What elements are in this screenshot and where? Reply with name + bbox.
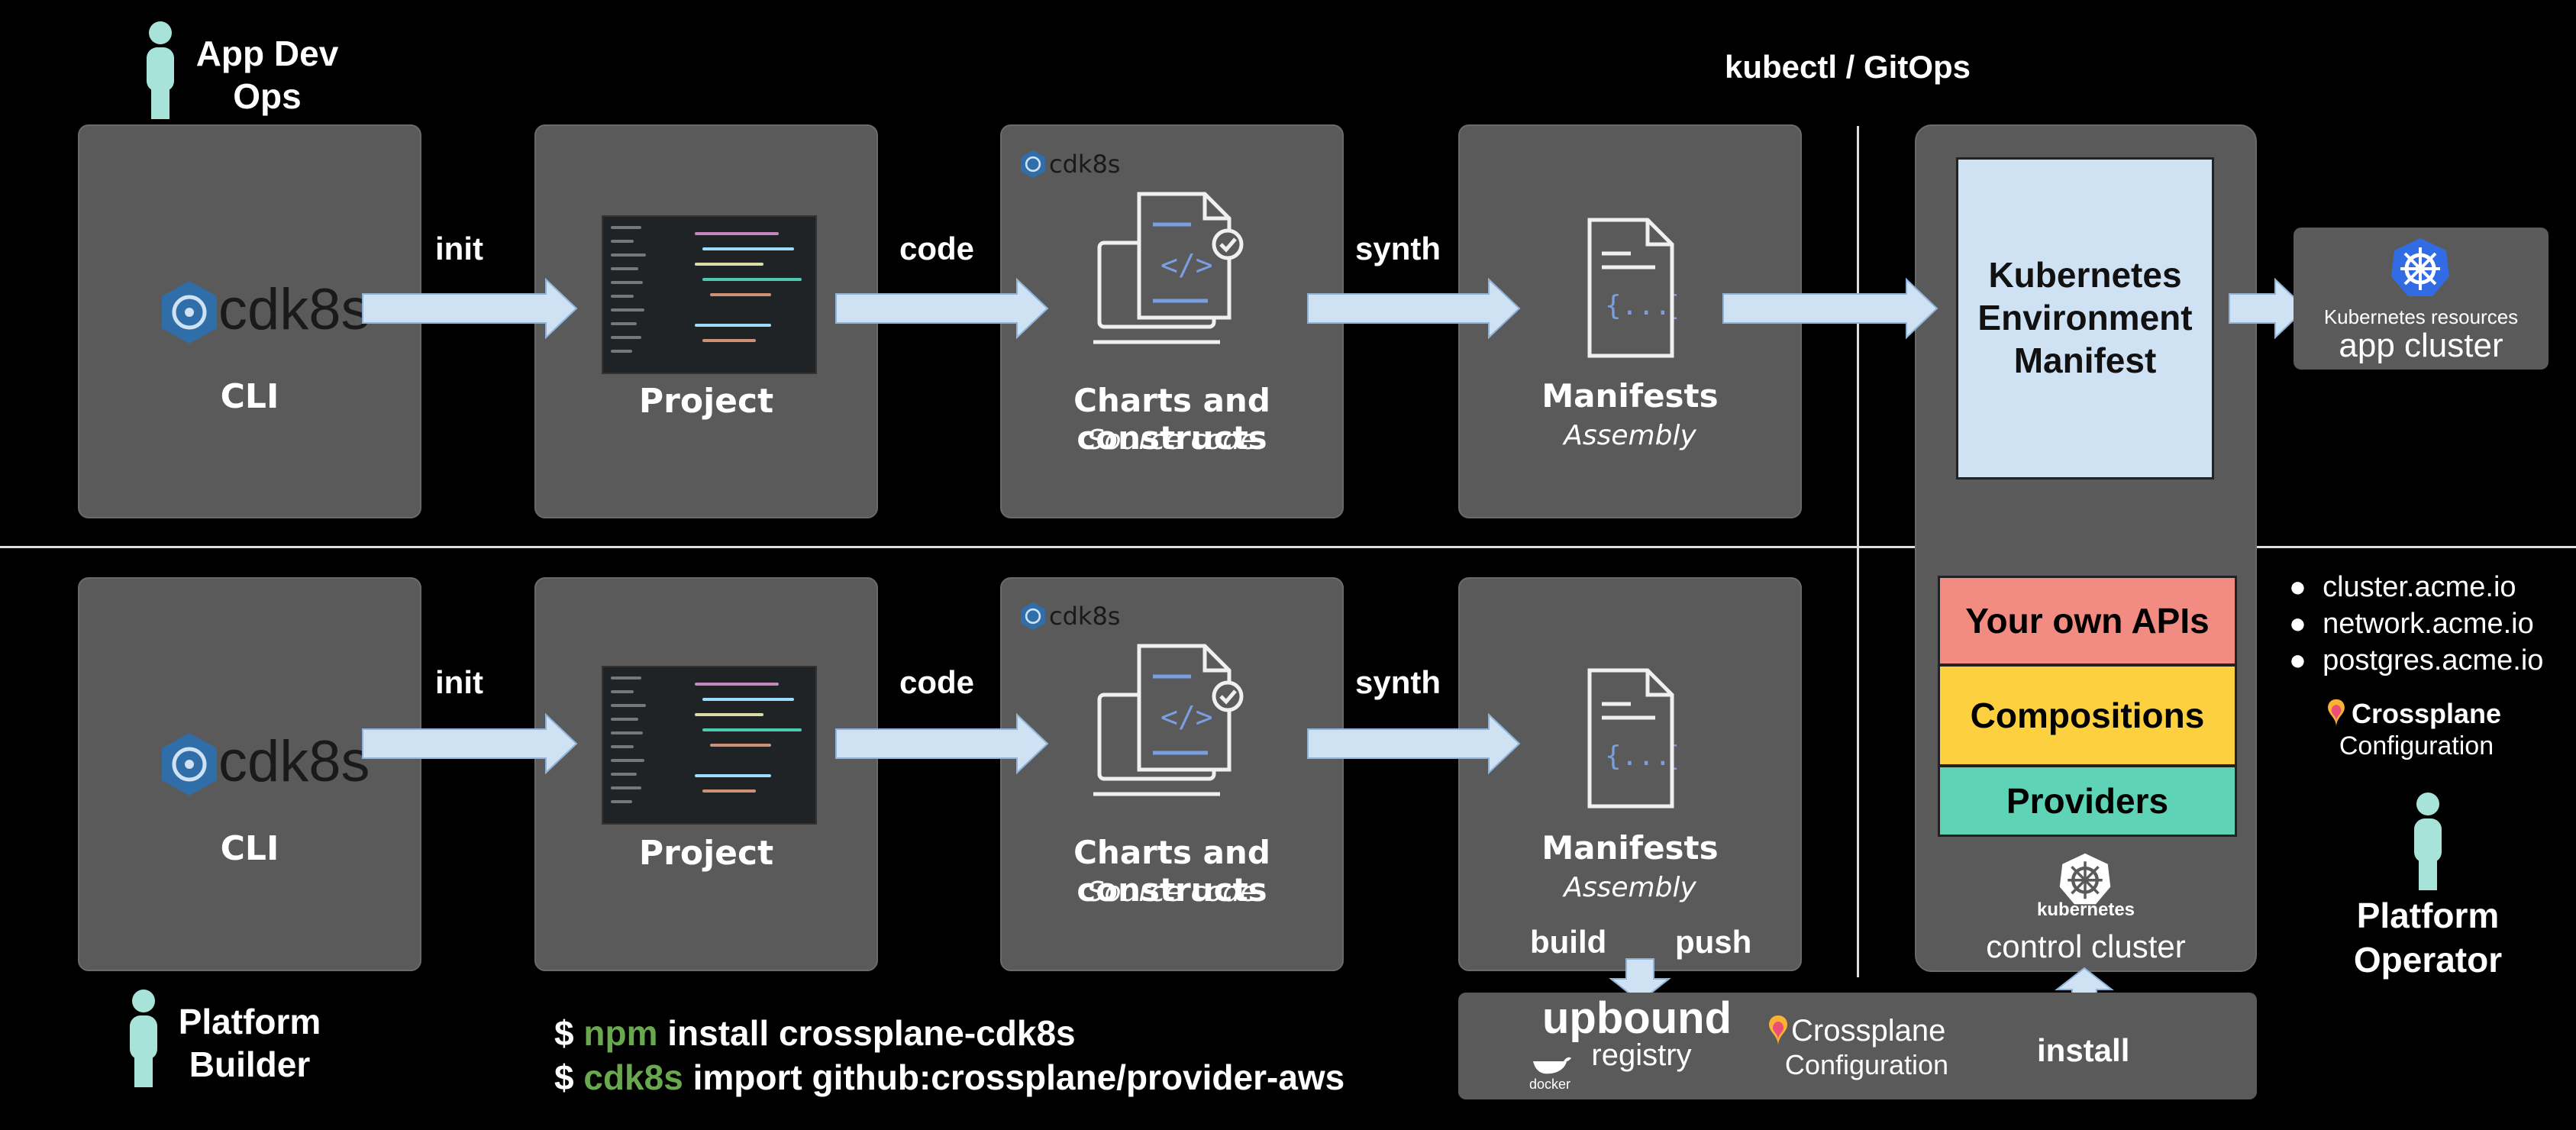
source-code-icon: </> xyxy=(1093,189,1246,361)
arrow-label-init: init xyxy=(435,664,483,700)
role-platform-operator: Platform Operator xyxy=(2353,896,2503,980)
api-list-item: ● postgres.acme.io xyxy=(2289,644,2544,676)
arrow-label-build: build xyxy=(1530,924,1607,960)
arrow-label-synth: synth xyxy=(1355,664,1441,700)
cli-label: CLI xyxy=(220,377,279,416)
manifests-label: Manifests xyxy=(1541,377,1719,415)
manifests-label: Manifests xyxy=(1541,829,1719,867)
crossplane-config-sub: Configuration xyxy=(2339,731,2494,760)
lane-divider xyxy=(0,546,2576,548)
arrow-code-top xyxy=(835,277,1049,340)
arrow-init-bottom xyxy=(362,712,578,775)
cdk8s-logo-icon xyxy=(160,279,218,349)
cdk8s-logo-icon xyxy=(160,731,218,801)
upbound-logo-text: upbound xyxy=(1542,993,1732,1043)
registry-label: registry xyxy=(1591,1038,1692,1072)
cli-label: CLI xyxy=(220,829,279,868)
environment-manifest-label: Kubernetes Environment Manifest xyxy=(1977,255,2193,380)
arrow-init-top xyxy=(362,277,578,340)
arrow-app-cluster xyxy=(2229,277,2307,340)
cdk8s-mini-logo-icon xyxy=(1020,150,1046,182)
docker-label: docker xyxy=(1528,1077,1571,1092)
code-editor-screenshot xyxy=(602,666,817,825)
arrow-label-code: code xyxy=(899,231,975,266)
arrow-gitops-top xyxy=(1722,277,1938,340)
svg-text:</>: </> xyxy=(1160,248,1213,282)
layer-providers: Providers xyxy=(1938,765,2237,837)
arrow-push-down xyxy=(1609,958,1671,1003)
source-code-icon: </> xyxy=(1093,641,1246,813)
cdk8s-mini-logo-text: cdk8s xyxy=(1049,150,1121,179)
arrow-label-code: code xyxy=(899,664,975,700)
charts-label: Charts and constructs xyxy=(1073,382,1270,457)
arrow-synth-top xyxy=(1307,277,1521,340)
charts-label: Charts and constructs xyxy=(1073,834,1270,909)
manifests-box-bottom xyxy=(1458,577,1802,971)
manifests-sublabel: Assembly xyxy=(1564,420,1696,451)
cli-box-bottom xyxy=(78,577,421,971)
svg-text:</>: </> xyxy=(1160,700,1213,734)
crossplane-config-name: Crossplane xyxy=(2352,698,2502,729)
api-list-item: ● cluster.acme.io xyxy=(2289,571,2516,603)
app-cluster-caption: Kubernetes resources xyxy=(2323,305,2519,328)
gitops-heading: kubectl / GitOps xyxy=(1724,49,1971,85)
charts-box-bottom xyxy=(1000,577,1344,971)
command-line: $ cdk8s import github:crossplane/provide… xyxy=(554,1057,1345,1097)
arrow-label-push: push xyxy=(1675,924,1752,960)
project-label: Project xyxy=(638,834,774,873)
api-list-item: ● network.acme.io xyxy=(2289,608,2534,640)
registry-bar xyxy=(1458,993,2257,1099)
layer-your-own-apis: Your own APIs xyxy=(1938,576,2237,666)
manifest-file-icon: {...} xyxy=(1585,215,1687,364)
layer-compositions: Compositions xyxy=(1938,664,2237,767)
code-editor-screenshot xyxy=(602,215,817,374)
arrow-code-bottom xyxy=(835,712,1049,775)
crossplane-logo-icon xyxy=(2327,698,2345,732)
charts-box-top xyxy=(1000,124,1344,518)
kubernetes-logo-text: kubernetes xyxy=(2036,899,2135,920)
crossplane-logo-icon xyxy=(1768,1014,1788,1051)
cdk8s-mini-logo-text: cdk8s xyxy=(1049,602,1121,631)
control-cluster-label: control cluster xyxy=(1986,928,2186,964)
arrow-label-synth: synth xyxy=(1355,231,1441,266)
manifests-sublabel: Assembly xyxy=(1564,872,1696,903)
role-platform-builder: Platform Builder xyxy=(178,1002,321,1084)
app-cluster-label: app cluster xyxy=(2339,327,2503,364)
platform-operator-person-icon xyxy=(2410,791,2446,890)
manifest-file-icon: {...} xyxy=(1585,666,1687,815)
app-dev-ops-person-icon xyxy=(142,20,179,119)
docker-whale-icon xyxy=(1532,1048,1571,1079)
project-label: Project xyxy=(638,382,774,421)
kubernetes-helm-icon xyxy=(2390,237,2451,302)
cdk8s-logo-text: cdk8s xyxy=(218,277,370,342)
crossplane-registry-name: Crossplane xyxy=(1791,1014,1946,1048)
arrow-synth-bottom xyxy=(1307,712,1521,775)
command-line: $ npm install crossplane-cdk8s xyxy=(554,1013,1076,1053)
platform-builder-person-icon xyxy=(125,988,162,1087)
svg-text:{...}: {...} xyxy=(1605,741,1677,772)
charts-sublabel: Source code xyxy=(1086,425,1257,456)
arrow-label-install: install xyxy=(2037,1032,2130,1068)
svg-text:{...}: {...} xyxy=(1605,290,1677,321)
environment-manifest-box xyxy=(1956,157,2214,479)
cdk8s-mini-logo-icon xyxy=(1020,602,1046,634)
cdk8s-logo-text: cdk8s xyxy=(218,729,370,794)
arrow-label-init: init xyxy=(435,231,483,266)
crossplane-registry-config: Configuration xyxy=(1784,1049,1949,1080)
role-app-dev-ops: App Dev Ops xyxy=(195,34,339,116)
kubernetes-helm-icon xyxy=(2058,852,2112,909)
gitops-divider xyxy=(1857,126,1859,977)
charts-sublabel: Source code xyxy=(1086,877,1257,908)
